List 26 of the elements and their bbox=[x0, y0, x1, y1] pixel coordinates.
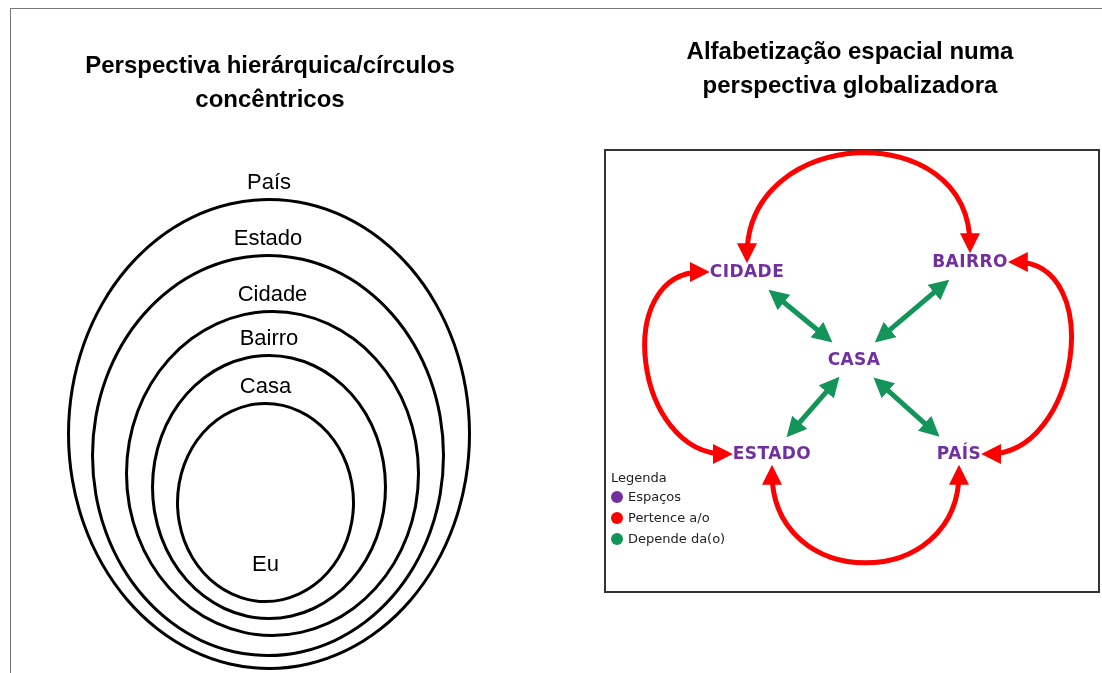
level-label: Bairro bbox=[239, 325, 299, 351]
double-arrow bbox=[873, 377, 940, 437]
double-arrow bbox=[642, 264, 733, 462]
space-label: BAIRRO bbox=[932, 249, 1008, 275]
space-label: ESTADO bbox=[732, 441, 812, 467]
double-arrow bbox=[763, 464, 968, 566]
space-label: PAÍS bbox=[936, 441, 982, 467]
diagram-frame bbox=[604, 149, 1100, 593]
panel-heading: Perspectiva hierárquica/círculos concêntricos bbox=[84, 50, 456, 114]
level-label: Estado bbox=[233, 225, 303, 251]
panel-heading: Alfabetização espacial numa perspectiva globalizadora bbox=[685, 36, 1015, 100]
space-label: CIDADE bbox=[709, 259, 785, 285]
double-arrow bbox=[786, 376, 840, 438]
level-label: Cidade bbox=[237, 281, 308, 307]
legend-text: Espaços bbox=[628, 488, 682, 506]
level-label: Eu bbox=[252, 551, 279, 577]
level-label: Casa bbox=[239, 373, 292, 399]
space-label: CASA bbox=[827, 347, 881, 373]
legend-text: Depende da(o) bbox=[628, 530, 726, 548]
legend-text: Pertence a/o bbox=[628, 509, 710, 527]
double-arrow bbox=[738, 150, 979, 264]
legend-heading: Legenda bbox=[611, 469, 667, 487]
double-arrow bbox=[981, 254, 1074, 462]
double-arrow bbox=[874, 279, 950, 343]
level-label: País bbox=[247, 169, 291, 195]
double-arrow bbox=[768, 289, 833, 343]
